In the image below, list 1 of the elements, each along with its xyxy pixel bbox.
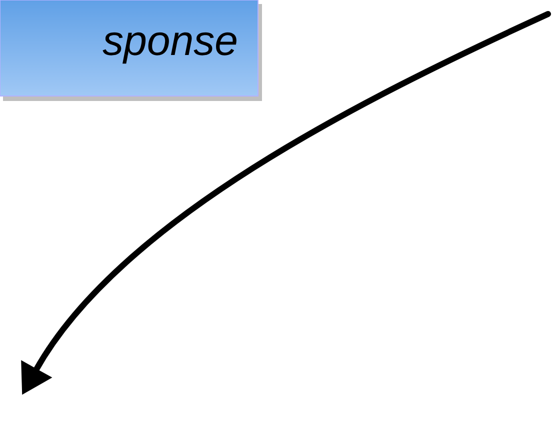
title-box: sponse [0,0,262,101]
